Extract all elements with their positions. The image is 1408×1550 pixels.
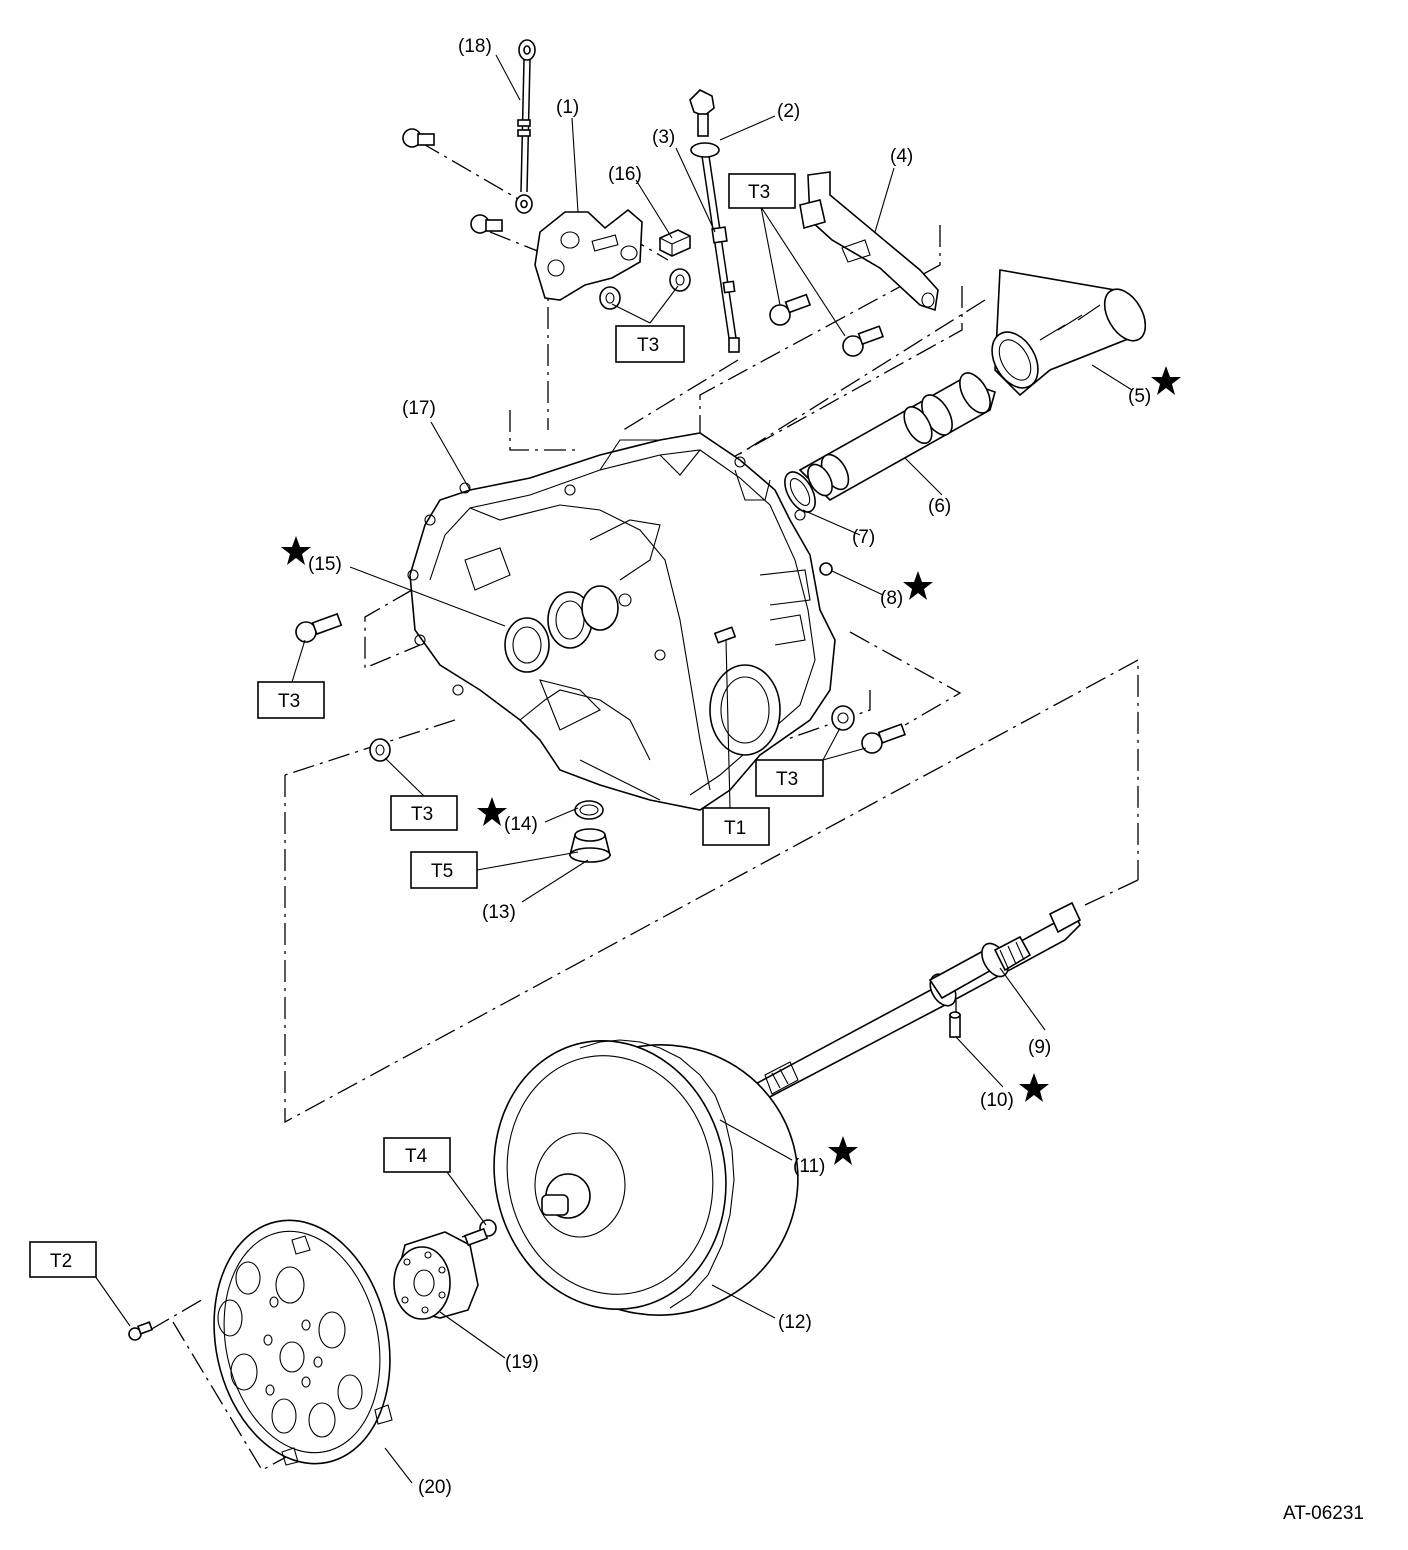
star-markers — [281, 366, 1181, 1165]
callout-20: (20) — [418, 1477, 452, 1498]
o-ring — [784, 471, 816, 513]
svg-text:T3: T3 — [411, 804, 433, 825]
stud — [713, 626, 737, 644]
drain-plug — [568, 828, 612, 863]
pin — [819, 562, 833, 576]
bracket-4 — [799, 171, 939, 312]
callout-3: (3) — [652, 127, 675, 148]
nut — [369, 738, 391, 762]
bolt — [470, 214, 503, 234]
nut — [831, 705, 855, 731]
callout-17: (17) — [402, 398, 436, 419]
harness-wire — [515, 39, 536, 214]
bolt — [463, 1219, 497, 1247]
bolt — [861, 723, 907, 754]
bracket-plate — [534, 208, 643, 301]
nut — [599, 286, 621, 310]
svg-text:T3: T3 — [278, 691, 300, 712]
oil-seal — [504, 617, 550, 673]
torque-labels: T3 T3 T3 T3 T3 T1 T5 T4 — [29, 173, 824, 1278]
torque-box-t3-bracket: T3 — [615, 325, 685, 363]
svg-text:T3: T3 — [748, 182, 770, 203]
torque-box-t2: T2 — [29, 1241, 97, 1278]
bolt — [128, 1321, 154, 1341]
callout-7: (7) — [852, 527, 875, 548]
callout-4: (4) — [890, 146, 913, 167]
bolt — [402, 128, 435, 148]
callout-1: (1) — [556, 97, 579, 118]
torque-box-t3-left: T3 — [257, 681, 325, 719]
nut — [669, 268, 691, 292]
torque-box-t3-top: T3 — [728, 173, 796, 209]
bolt — [769, 293, 812, 326]
svg-text:T1: T1 — [724, 818, 746, 839]
callout-13: (13) — [482, 902, 516, 923]
torque-box-t3-right: T3 — [755, 759, 824, 797]
callout-9: (9) — [1028, 1037, 1051, 1058]
callout-5: (5) — [1128, 386, 1151, 407]
input-shaft — [731, 901, 1082, 1113]
callout-11: (11) — [793, 1156, 825, 1177]
star-icon — [828, 1136, 858, 1165]
star-icon — [477, 797, 507, 826]
callout-19: (19) — [505, 1352, 539, 1373]
callout-15: (15) — [308, 554, 342, 575]
callout-18: (18) — [458, 36, 492, 57]
dipstick — [689, 89, 740, 353]
star-icon — [903, 571, 933, 600]
torque-converter — [493, 1039, 799, 1316]
gasket — [574, 800, 604, 820]
star-icon — [281, 536, 311, 565]
star-icon — [1019, 1073, 1049, 1102]
pin — [949, 1011, 961, 1038]
svg-text:T2: T2 — [50, 1251, 72, 1272]
callout-10: (10) — [980, 1090, 1014, 1111]
bolt — [295, 612, 343, 643]
leader-lines — [94, 54, 1133, 1484]
callout-12: (12) — [778, 1312, 812, 1333]
torque-box-t5: T5 — [410, 851, 478, 889]
svg-text:T4: T4 — [405, 1146, 428, 1167]
seal-tube — [991, 269, 1147, 397]
torque-box-t4: T4 — [383, 1137, 451, 1173]
drive-plate — [213, 1219, 393, 1466]
transmission-case — [407, 432, 836, 811]
adapter-plate — [393, 1231, 479, 1320]
bolt — [842, 325, 885, 357]
callout-2: (2) — [777, 101, 800, 122]
svg-text:T3: T3 — [637, 335, 659, 356]
block-part — [659, 229, 691, 257]
callout-8: (8) — [880, 588, 903, 609]
torque-box-t3-bottom: T3 — [390, 795, 458, 831]
shaft-6 — [798, 372, 996, 501]
callout-16: (16) — [608, 164, 642, 185]
callout-14: (14) — [504, 814, 538, 835]
torque-box-t1: T1 — [702, 807, 770, 846]
svg-text:T5: T5 — [431, 861, 453, 882]
callout-labels: (18) (1) (2) (3) (4) (16) (5) (17) (6) (… — [308, 36, 1151, 1498]
svg-text:T3: T3 — [776, 769, 798, 790]
figure-code: AT-06231 — [1283, 1503, 1364, 1524]
star-icon — [1151, 366, 1181, 395]
callout-6: (6) — [928, 496, 951, 517]
